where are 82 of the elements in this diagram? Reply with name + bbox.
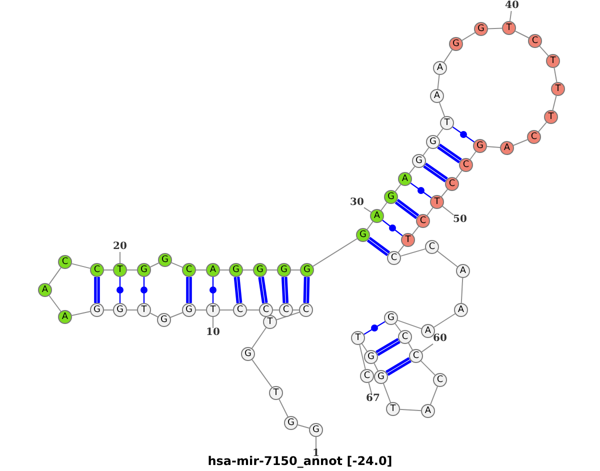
backbone-line [394, 184, 402, 192]
backbone-line [366, 221, 374, 230]
backbone-line [48, 267, 62, 285]
backbone-line [460, 278, 464, 304]
backbone-line [488, 28, 502, 30]
backbone-line [359, 344, 366, 370]
backbone-line [539, 46, 549, 56]
base-pair-line [394, 198, 420, 220]
backbone-line [408, 166, 416, 174]
backbone-line [538, 122, 547, 132]
base-pair-line [422, 162, 448, 183]
backbone-line [380, 202, 388, 211]
backbone-line [397, 320, 422, 330]
backbone-line [361, 343, 368, 352]
backbone-line [430, 386, 438, 405]
backbone-line [412, 226, 420, 235]
backbone-line [437, 74, 440, 90]
base-pair-line [234, 276, 242, 304]
leader-line [364, 207, 372, 213]
caption: hsa-mir-7150_annot [-24.0] [206, 454, 394, 468]
position-number: 30 [350, 197, 364, 209]
backbone-line [48, 295, 62, 312]
backbone-line [276, 312, 300, 320]
backbone-line [170, 262, 184, 268]
backbone-line [170, 312, 183, 318]
position-number: 67 [366, 393, 380, 405]
base-pair-line [436, 143, 462, 164]
backbone-line [437, 250, 458, 268]
backbone-line [512, 139, 528, 146]
base-pair-line [366, 236, 391, 256]
backbone-line [462, 32, 476, 41]
backbone-line [71, 311, 91, 316]
backbone-line [552, 95, 557, 111]
leader-line [442, 206, 454, 216]
base-pair-line [116, 277, 124, 303]
base-pair-line [186, 276, 192, 304]
backbone-line [433, 313, 456, 328]
position-number: 40 [505, 0, 519, 12]
backbone-line [71, 263, 91, 269]
base-pair-line [452, 126, 475, 142]
backbone-line [486, 146, 501, 148]
position-number: 20 [113, 241, 127, 253]
backbone-line [150, 262, 160, 268]
backbone-line [436, 128, 444, 137]
base-pair-line [384, 356, 412, 376]
backbone-line [443, 49, 453, 63]
backbone-line [382, 383, 392, 403]
position-number: 10 [206, 327, 220, 339]
base-pair-line [374, 338, 402, 356]
base-pair-line [281, 276, 289, 304]
backbone-line [422, 147, 430, 156]
backbone-line [278, 398, 288, 418]
base-pair-line [364, 321, 386, 335]
base-pair-line [140, 277, 148, 303]
backbone-line [400, 248, 426, 257]
backbone-line [440, 188, 448, 198]
leader-line [421, 343, 434, 352]
base-pair-line [410, 182, 432, 198]
backbone-line [420, 360, 436, 376]
backbone-line [426, 207, 434, 216]
position-number: 60 [433, 333, 447, 345]
base-pair-line [210, 277, 216, 303]
backbone-line [297, 424, 310, 429]
backbone-line [251, 327, 267, 349]
backbone-line [312, 238, 358, 267]
backbone-line [400, 408, 422, 412]
backbone-line [470, 151, 476, 160]
backbone-line [394, 323, 402, 332]
leader-line [509, 10, 512, 22]
backbone-line [554, 67, 558, 83]
base-pair-line [382, 220, 403, 236]
position-number: 50 [453, 214, 467, 226]
backbone-line [252, 359, 272, 388]
backbone-line [398, 245, 404, 253]
base-pair-line [303, 276, 310, 304]
leader-line [212, 316, 214, 328]
backbone-line [514, 30, 530, 38]
base-pair-line [94, 276, 100, 304]
backbone-line [438, 102, 446, 117]
backbone-line [456, 170, 462, 179]
base-pair-line [258, 275, 268, 305]
leader-line [368, 382, 372, 394]
